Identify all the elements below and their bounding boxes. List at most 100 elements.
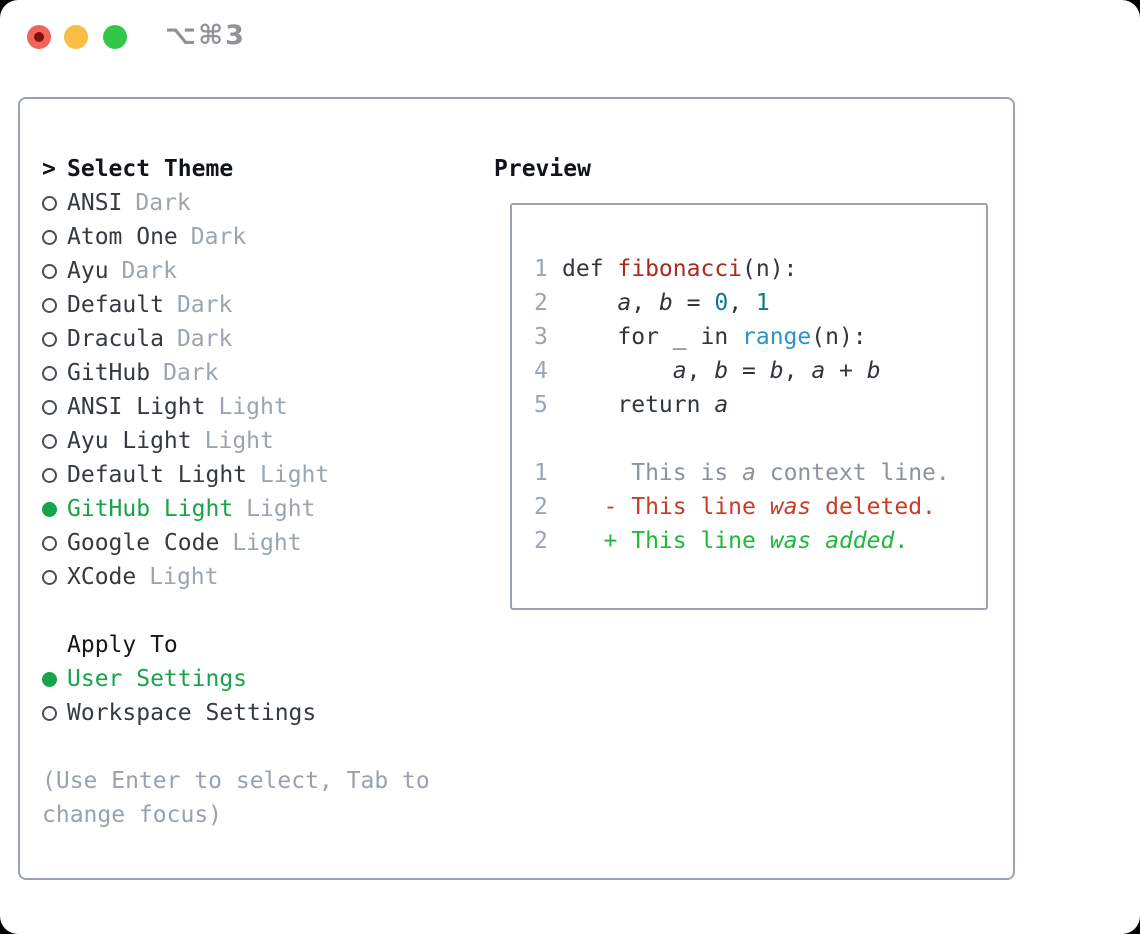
line-number: 5 [534,392,548,418]
code-token: This is [562,460,743,486]
line-number: 2 [534,290,548,316]
line-number: 3 [534,324,548,350]
radio-icon [42,399,57,415]
close-dot-icon [34,32,44,42]
theme-option-label: ANSI Light [67,394,206,420]
code-token: + This line [562,528,770,554]
code-token: , [783,358,812,384]
theme-option-xcode[interactable]: XCode Light [42,560,430,594]
line-number: 2 [534,528,548,554]
radio-icon [42,705,57,721]
code-token: a [672,358,687,384]
line-number: 4 [534,358,548,384]
diff-line-context: 1 This is a context line. [534,456,986,490]
close-button[interactable] [27,25,51,49]
select-theme-header: > Select Theme [42,152,430,186]
radio-icon [42,297,57,313]
maximize-button[interactable] [103,25,127,49]
apply-to-label: Apply To [67,632,178,658]
radio-icon [42,467,57,483]
theme-option-label: Google Code [67,530,220,556]
theme-variant: Dark [176,292,233,318]
theme-variant: Light [232,530,302,556]
apply-option-user-settings[interactable]: User Settings [42,662,430,696]
code-token: + [825,358,867,384]
code-token: range [742,324,812,350]
keyboard-hint: (Use Enter to select, Tab to change focu… [42,768,430,828]
radio-selected-icon [42,671,57,687]
apply-to-header: Apply To [42,628,430,662]
code-token: was [769,494,812,520]
preview-box: 1 def fibonacci (n): 2 a, b = 0, 1 3 for _ i… [510,203,988,610]
code-token: context line. [755,460,950,486]
code-token: b [866,358,881,384]
theme-option-dracula[interactable]: Dracula Dark [42,322,430,356]
code-token: b [714,358,729,384]
theme-option-github[interactable]: GitHub Dark [42,356,430,390]
theme-variant: Dark [163,360,219,386]
code-token: . [894,528,909,554]
apply-option-workspace-settings[interactable]: Workspace Settings [42,696,430,730]
diff-line-added: 2 + This line was added. [534,524,986,558]
code-line: 3 for _ in range(n): [534,320,986,354]
line-number: 1 [534,256,548,282]
theme-option-ansi-light[interactable]: ANSI Light Light [42,390,430,424]
caret-icon: > [42,156,56,182]
preview-label: Preview [494,156,591,182]
window-title: ⌥⌘3 [165,20,246,51]
theme-option-label: GitHub [67,360,151,386]
theme-option-label: Default Light [67,462,248,488]
radio-icon [42,433,57,449]
code-token: (n): [811,324,867,350]
theme-variant: Light [218,394,288,420]
theme-option-google-code[interactable]: Google Code Light [42,526,430,560]
line-number: 2 [534,494,548,520]
code-line: 4 a, b = b, a + b [534,354,986,388]
code-token: b [658,290,673,316]
code-token: 0 [714,290,729,316]
code-token: was added [769,528,895,554]
theme-option-label: Dracula [67,326,164,352]
code-token [562,286,617,320]
theme-variant: Light [149,564,219,590]
theme-variant: Dark [176,326,233,352]
diff-line-deleted: 2 - This line was deleted. [534,490,986,524]
radio-icon [42,195,57,211]
theme-option-label: XCode [67,564,137,590]
line-number: 1 [534,460,548,486]
minimize-button[interactable] [64,25,88,49]
code-token: return [562,392,715,418]
code-token: deleted. [811,494,936,520]
select-theme-label: Select Theme [67,156,234,182]
radio-icon [42,331,57,347]
radio-selected-icon [42,501,57,517]
spacer [42,730,430,764]
blank-line [534,422,986,456]
code-token: fibonacci [617,256,743,282]
code-token: def [562,256,618,282]
theme-option-label: Ayu Light [67,428,192,454]
code-token: - This line [562,494,770,520]
code-token: b [769,358,784,384]
theme-option-label: Ayu [67,258,109,284]
code-token: , [686,358,715,384]
code-token: = [728,358,770,384]
theme-option-label: ANSI [67,190,123,216]
code-token: a [742,460,756,486]
line-number [534,422,548,456]
code-token: for _ in [562,324,743,350]
code-token: , [728,290,756,316]
code-token [562,354,673,388]
